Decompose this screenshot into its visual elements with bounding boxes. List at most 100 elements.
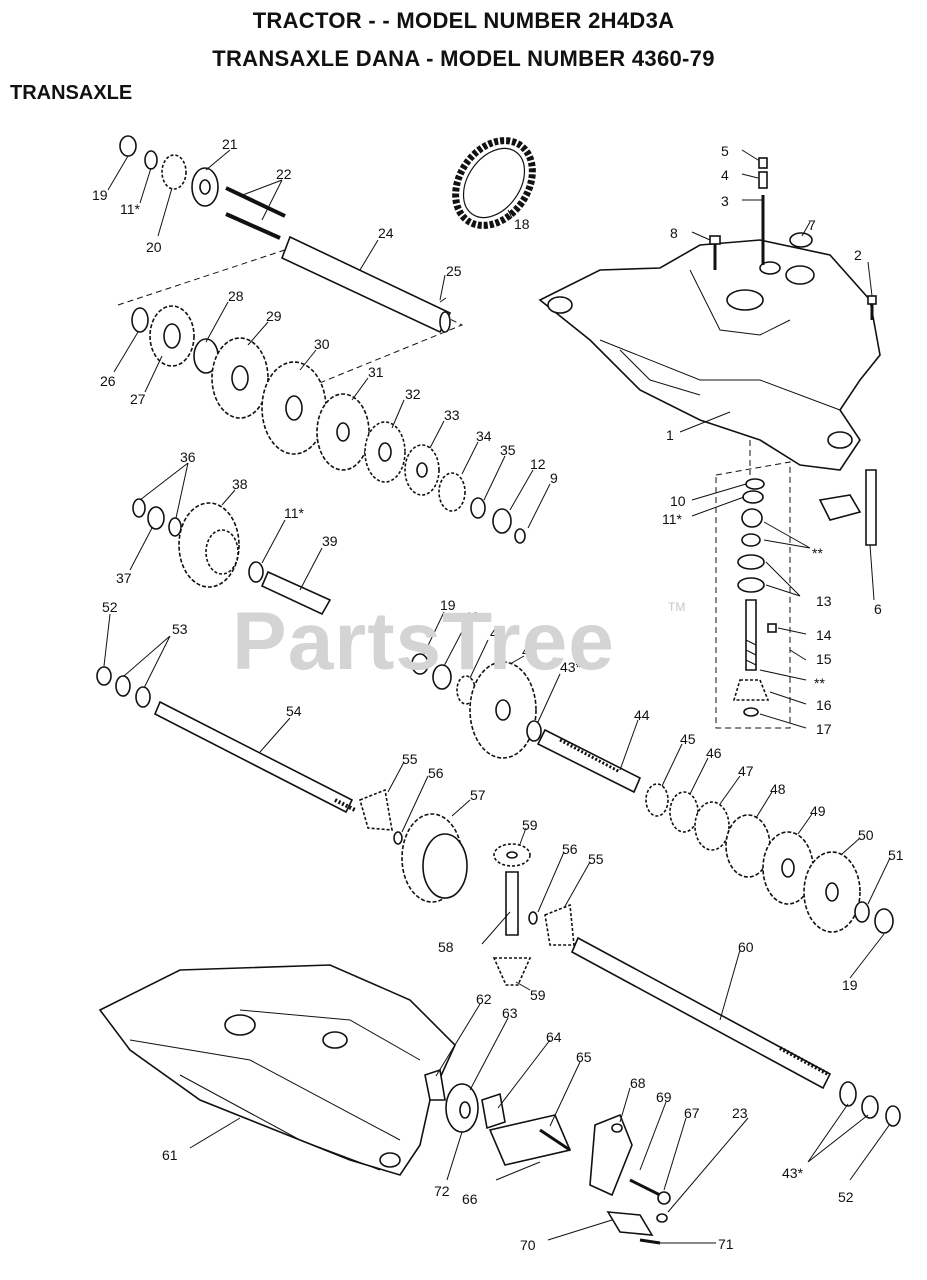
- callout: 55: [588, 851, 604, 867]
- callout: 59: [530, 987, 546, 1003]
- callout: 2: [854, 247, 862, 263]
- callout: 34: [476, 428, 492, 444]
- callout: 10: [670, 493, 686, 509]
- callout: 30: [314, 336, 330, 352]
- callout: 48: [770, 781, 786, 797]
- callout: 60: [738, 939, 754, 955]
- callout: 8: [670, 225, 678, 241]
- callout: 14: [816, 627, 832, 643]
- callout: 43*: [560, 659, 582, 675]
- callout: 72: [434, 1183, 450, 1199]
- callout: 3: [721, 193, 729, 209]
- callout: 13: [816, 593, 832, 609]
- callout: 7: [808, 217, 816, 233]
- callout: 22: [276, 166, 292, 182]
- callout: 66: [462, 1191, 478, 1207]
- callout: 40: [464, 609, 480, 625]
- callout: 53: [172, 621, 188, 637]
- callout: 11*: [284, 505, 305, 521]
- upper-housing: [538, 239, 881, 471]
- callout: 27: [130, 391, 146, 407]
- callout: 41: [490, 625, 506, 641]
- callout: **: [812, 545, 823, 561]
- callout: 61: [162, 1147, 178, 1163]
- callout: 4: [721, 167, 729, 183]
- callout: 47: [738, 763, 754, 779]
- callout: 56: [562, 841, 578, 857]
- callout: 59: [522, 817, 538, 833]
- title-line-2: TRANSAXLE DANA - MODEL NUMBER 4360-79: [212, 46, 715, 71]
- callout: 54: [286, 703, 302, 719]
- lower-housing: [98, 964, 456, 1176]
- callout: 19: [440, 597, 456, 613]
- callout: 19: [92, 187, 108, 203]
- callout: 68: [630, 1075, 646, 1091]
- callout: 45: [680, 731, 696, 747]
- callout-labels: 19 11* 20 21 22 18 24 25 26 27 28 29 30 …: [92, 136, 904, 1253]
- callout: 70: [520, 1237, 536, 1253]
- callout: 52: [102, 599, 118, 615]
- callout: 67: [684, 1105, 700, 1121]
- callout: 52: [838, 1189, 854, 1205]
- callout: 11*: [662, 511, 683, 527]
- callout: 9: [550, 470, 558, 486]
- callout: 63: [502, 1005, 518, 1021]
- callout: 64: [546, 1029, 562, 1045]
- callout: 39: [322, 533, 338, 549]
- differential: [401, 813, 575, 986]
- callout: 12: [530, 456, 546, 472]
- callout: 38: [232, 476, 248, 492]
- callout: 62: [476, 991, 492, 1007]
- callout: 5: [721, 143, 729, 159]
- gear-row-upper: [131, 305, 526, 544]
- housing-hardware: [709, 157, 877, 320]
- leader-lines: [103, 149, 891, 1244]
- callout: 16: [816, 697, 832, 713]
- callout: 71: [718, 1236, 734, 1252]
- callout: 42: [522, 643, 538, 659]
- top-bearing-group: [119, 135, 219, 207]
- callout: 57: [470, 787, 486, 803]
- title-line-1: TRACTOR - - MODEL NUMBER 2H4D3A: [252, 8, 675, 33]
- watermark-text: PartsTree: [232, 596, 615, 687]
- callout: 11*: [120, 201, 141, 217]
- callout: 49: [810, 803, 826, 819]
- axle-shaft-54: [96, 666, 403, 845]
- callout: 46: [706, 745, 722, 761]
- brake-assembly: [424, 1068, 671, 1245]
- idler-gear-group: [411, 653, 542, 759]
- pinion-group-boundary: [715, 461, 791, 729]
- callout: 17: [816, 721, 832, 737]
- callout: 19: [842, 977, 858, 993]
- callout: 55: [402, 751, 418, 767]
- shaft-24: [280, 235, 452, 334]
- countershaft-44: [536, 728, 894, 934]
- pinion-assembly: [732, 469, 877, 717]
- callout: 28: [228, 288, 244, 304]
- callout: 26: [100, 373, 116, 389]
- callout: 1: [666, 427, 674, 443]
- keys: [225, 186, 286, 240]
- callout: **: [814, 675, 825, 691]
- callout: 69: [656, 1089, 672, 1105]
- callout: 18: [514, 216, 530, 232]
- section-heading: TRANSAXLE: [10, 82, 133, 104]
- callout: 6: [874, 601, 882, 617]
- drive-chain: [452, 137, 536, 229]
- callout: 31: [368, 364, 384, 380]
- axle-shaft-60: [570, 936, 901, 1127]
- callout: 25: [446, 263, 462, 279]
- callout: 43*: [782, 1165, 804, 1181]
- callout: 36: [180, 449, 196, 465]
- callout: 15: [816, 651, 832, 667]
- callout: 44: [634, 707, 650, 723]
- callout: 29: [266, 308, 282, 324]
- callout: 32: [405, 386, 421, 402]
- callout: 20: [146, 239, 162, 255]
- callout: 35: [500, 442, 516, 458]
- gear-row-middle-left: [132, 498, 332, 616]
- callout: 21: [222, 136, 238, 152]
- callout: 23: [732, 1105, 748, 1121]
- callout: 50: [858, 827, 874, 843]
